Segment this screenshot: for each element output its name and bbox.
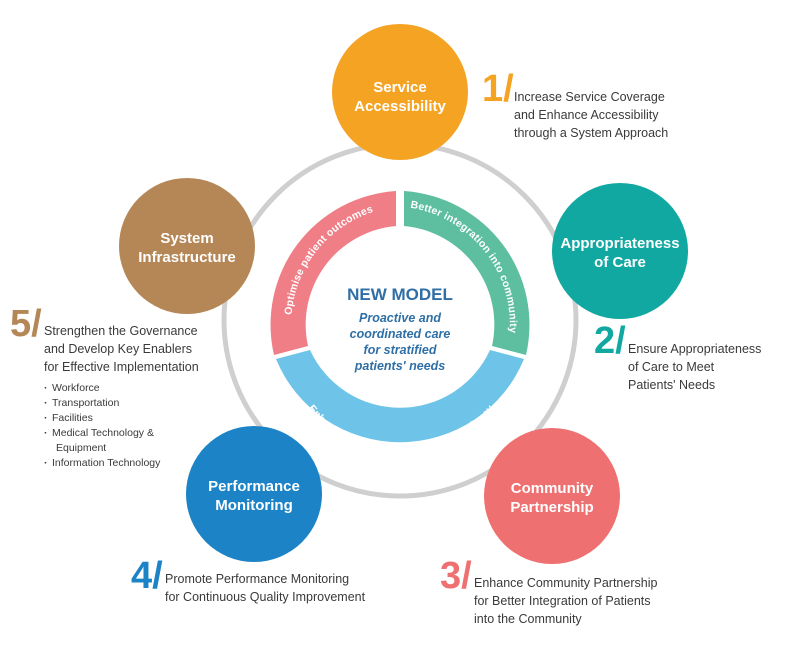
enabler-item: Workforce (44, 381, 160, 396)
enabler-item: Medical Technology & (44, 426, 160, 441)
annotation-line: Patients' Needs (628, 378, 716, 392)
enabler-item: Equipment (56, 442, 107, 454)
center-subtitle-line: patients' needs (354, 359, 446, 373)
enabler-item: Transportation (44, 396, 160, 411)
circle-appropriateness-of-care: Appropriateness of Care (552, 183, 688, 319)
annotation-number: 3/ (440, 555, 472, 597)
center-subtitle-line: Proactive and (359, 311, 441, 325)
annotation-line: into the Community (474, 612, 582, 626)
annotation-line: Strengthen the Governance (44, 324, 198, 338)
center-subtitle-line: for stratified (364, 343, 437, 357)
annotation-line: for Better Integration of Patients (474, 594, 651, 608)
circle-label-line: Monitoring (215, 497, 292, 514)
inner-ring (270, 191, 530, 443)
annotation-number: 1/ (482, 68, 514, 110)
circle-label-line: Infrastructure (138, 249, 236, 266)
annotation-line: and Enhance Accessibility (514, 108, 659, 122)
circle-label-line: of Care (594, 254, 646, 271)
circle-label-line: Appropriateness (560, 235, 679, 252)
circle-label-line: Partnership (510, 499, 593, 516)
circle-label-line: System (160, 230, 213, 247)
annotation-number: 4/ (131, 555, 163, 597)
ring-segment-flow (276, 350, 524, 443)
annotation-number: 2/ (594, 320, 626, 362)
center-subtitle-line: coordinated care (350, 327, 451, 341)
annotation-line: through a System Approach (514, 126, 669, 140)
center-title: NEW MODEL (347, 285, 453, 304)
annotation-line: and Develop Key Enablers (44, 342, 193, 356)
annotation-line: Promote Performance Monitoring (165, 572, 350, 586)
annotation-line: Ensure Appropriateness (628, 342, 762, 356)
annotation-line: Increase Service Coverage (514, 90, 665, 104)
circle-label-line: Performance (208, 478, 300, 495)
annotation-line: for Effective Implementation (44, 360, 199, 374)
circle-system-infrastructure: System Infrastructure (119, 178, 255, 314)
annotation-number: 5/ (10, 303, 42, 345)
circle-community-partnership: Community Partnership (484, 428, 620, 564)
annotation-line: of Care to Meet (628, 360, 715, 374)
enabler-item: Information Technology (44, 456, 160, 471)
annotation-line: for Continuous Quality Improvement (165, 590, 366, 604)
circle-label-line: Service (373, 79, 426, 96)
circle-label-line: Community (511, 480, 594, 497)
ring-segment-outcomes (270, 191, 396, 355)
enabler-item: Facilities (44, 411, 160, 426)
center-subtitle: Proactive and coordinated care for strat… (350, 311, 451, 373)
ring-segment-integration (404, 191, 530, 355)
circle-service-accessibility: Service Accessibility (332, 24, 468, 160)
enablers-list: Workforce Transportation Facilities Medi… (44, 381, 160, 471)
circle-performance-monitoring: Performance Monitoring (186, 426, 322, 562)
circle-label-line: Accessibility (354, 98, 446, 115)
annotation-line: Enhance Community Partnership (474, 576, 658, 590)
